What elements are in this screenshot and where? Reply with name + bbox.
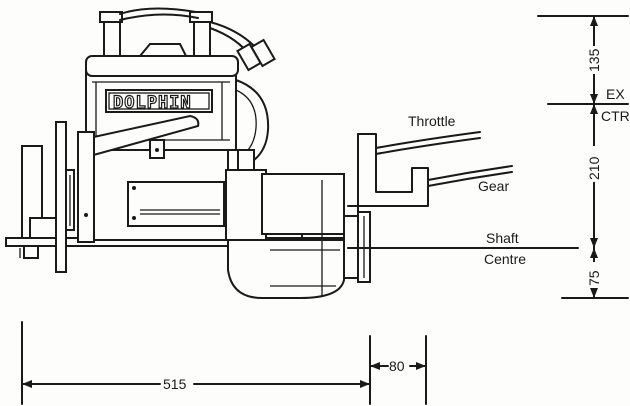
vertical-dimension — [537, 15, 629, 299]
top-fittings — [99, 7, 276, 72]
dim-top-exhaust: 135 — [586, 48, 602, 72]
label-gear: Gear — [478, 178, 509, 194]
dim-exhaust-shaft: 210 — [586, 156, 602, 180]
front-pulley — [21, 121, 75, 273]
label-ex: EX — [606, 86, 625, 102]
decompression-lever — [77, 114, 200, 243]
label-centre: Centre — [484, 251, 526, 267]
horizontal-dimension — [21, 321, 427, 405]
control-bracket — [347, 131, 513, 213]
brand-logo: DOLPHIN — [113, 93, 192, 113]
dim-overall-length: 515 — [163, 376, 187, 392]
gearbox — [227, 173, 345, 299]
dim-flange-length: 80 — [389, 358, 405, 374]
label-shaft: Shaft — [486, 230, 519, 246]
label-ctr: CTR — [601, 108, 630, 124]
dim-shaft-bottom: 75 — [586, 270, 602, 286]
label-throttle: Throttle — [408, 113, 456, 129]
